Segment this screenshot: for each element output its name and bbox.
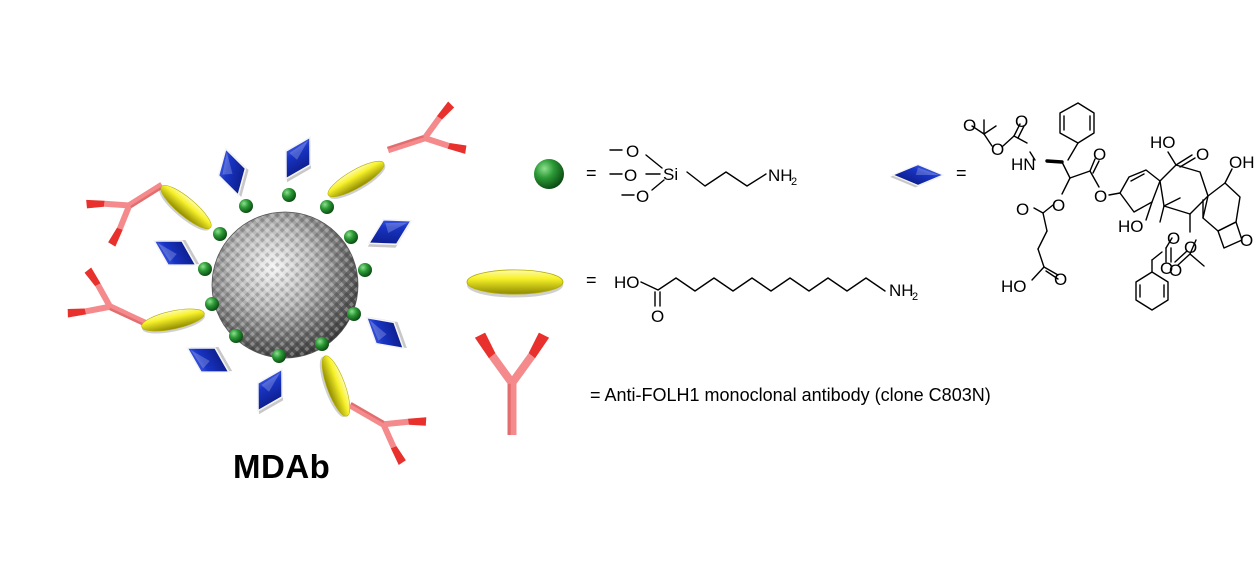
linker-rod-3 bbox=[139, 304, 207, 339]
drug-structure: O O HN O O O O O HO HO O OH HO O O O O O… bbox=[963, 102, 1255, 311]
silane-structure: O O O Si NH 2 bbox=[609, 142, 797, 206]
drug-label-7: O bbox=[1016, 200, 1029, 219]
silane-o-3: O bbox=[636, 187, 649, 206]
linker-nh-sub: 2 bbox=[912, 291, 918, 303]
drug-label-2: HN bbox=[1011, 155, 1036, 174]
linker-structure: HO O NH 2 bbox=[614, 273, 918, 326]
linker-ho: HO bbox=[614, 273, 640, 292]
linker-rod-4 bbox=[313, 352, 356, 421]
antibody-upper-left bbox=[82, 161, 177, 249]
nanoparticle-assembly bbox=[64, 100, 469, 467]
drug-label-3: O bbox=[1015, 112, 1028, 131]
nanoparticle-label: MDAb bbox=[233, 448, 331, 485]
drug-label-11: OH bbox=[1229, 153, 1255, 172]
drug-label-8: HO bbox=[1150, 133, 1176, 152]
drug-label-18: O bbox=[1240, 231, 1253, 250]
antibody-lower-left bbox=[64, 265, 157, 348]
linker-nh: NH bbox=[889, 281, 914, 300]
silane-o-1: O bbox=[626, 142, 639, 161]
drug-label-10: O bbox=[1196, 145, 1209, 164]
silane-si: Si bbox=[663, 165, 678, 184]
legend-yellow-rod-icon bbox=[466, 269, 564, 298]
drug-label-15: O bbox=[1160, 259, 1173, 278]
legend-green-sphere-icon bbox=[534, 159, 564, 189]
drug-label-14: O bbox=[1167, 229, 1180, 248]
drug-label-16: O bbox=[1184, 238, 1197, 257]
antibody-upper-right bbox=[379, 100, 469, 177]
drug-label-5: O bbox=[1094, 187, 1107, 206]
legend-drug-equals: = bbox=[956, 163, 967, 183]
silane-nh-sub: 2 bbox=[791, 176, 797, 188]
drug-label-1: O bbox=[991, 140, 1004, 159]
drug-label-9: HO bbox=[1118, 217, 1144, 236]
drug-label-17: O bbox=[1169, 261, 1182, 280]
drug-label-6: O bbox=[1052, 196, 1065, 215]
drug-label-12: HO bbox=[1001, 277, 1027, 296]
antibody-lower-right bbox=[336, 381, 430, 467]
legend-silane-equals: = bbox=[586, 163, 597, 183]
linker-carbonyl-o: O bbox=[651, 307, 664, 326]
drug-label-4: O bbox=[1093, 145, 1106, 164]
legend-linker-equals: = bbox=[586, 270, 597, 290]
silane-o-2: O bbox=[624, 166, 637, 185]
drug-label-0: O bbox=[963, 116, 976, 135]
legend-antibody-icon bbox=[474, 332, 550, 435]
linker-rod-2 bbox=[323, 154, 390, 206]
legend-antibody-text: = Anti-FOLH1 monoclonal antibody (clone … bbox=[590, 385, 991, 405]
silane-nh: NH bbox=[768, 166, 793, 185]
linker-rod-1 bbox=[153, 179, 217, 237]
drug-label-13: O bbox=[1054, 270, 1067, 289]
legend-blue-diamond-icon bbox=[889, 163, 945, 189]
